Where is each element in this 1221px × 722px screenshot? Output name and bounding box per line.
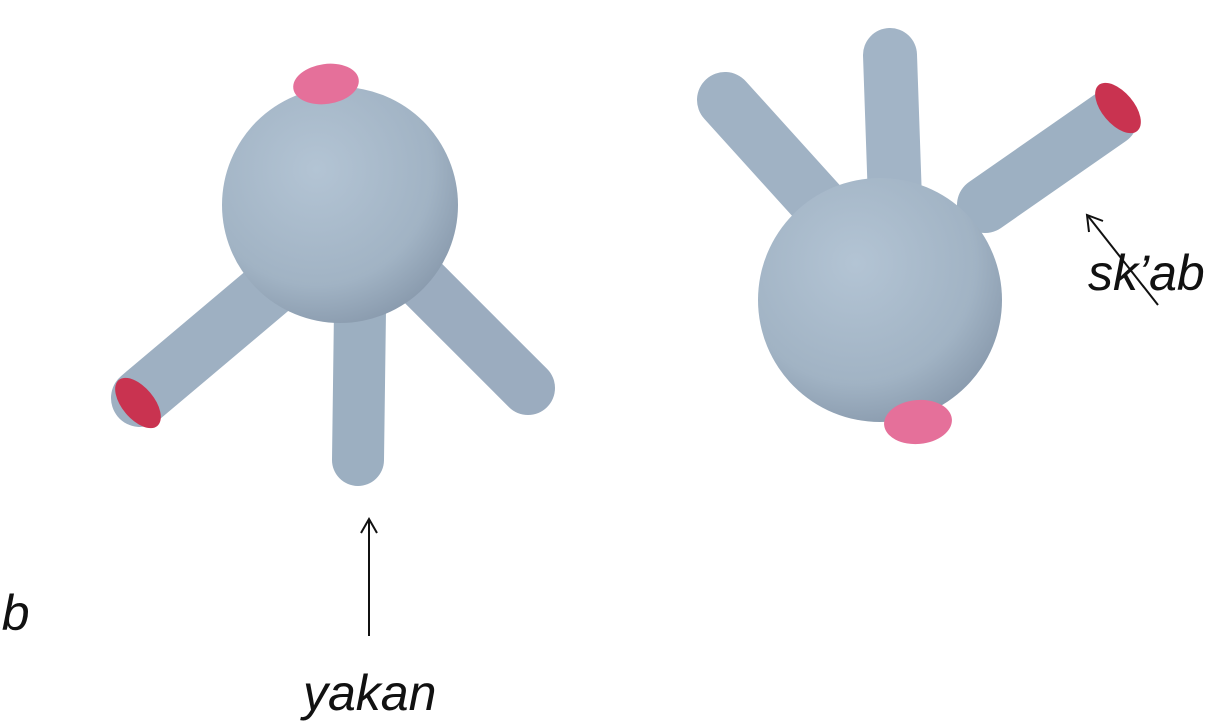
left-figure-arm-right xyxy=(420,280,528,388)
left-figure-arm-left xyxy=(140,280,280,398)
right-figure-arm-left xyxy=(725,100,820,205)
right-figure-body xyxy=(758,178,1002,422)
right-figure-arm-top xyxy=(890,55,895,200)
left-figure-body xyxy=(222,87,458,323)
left-clay-figure xyxy=(106,60,528,460)
label-skab: sk’ab xyxy=(1088,248,1205,298)
label-partial-left: ab xyxy=(0,588,30,638)
left-figure-arm-bottom xyxy=(358,310,360,460)
right-figure-arm-right xyxy=(985,118,1110,205)
label-yakan: yakan xyxy=(303,668,436,718)
bottom-arrow xyxy=(361,519,377,636)
right-clay-figure xyxy=(725,55,1150,447)
